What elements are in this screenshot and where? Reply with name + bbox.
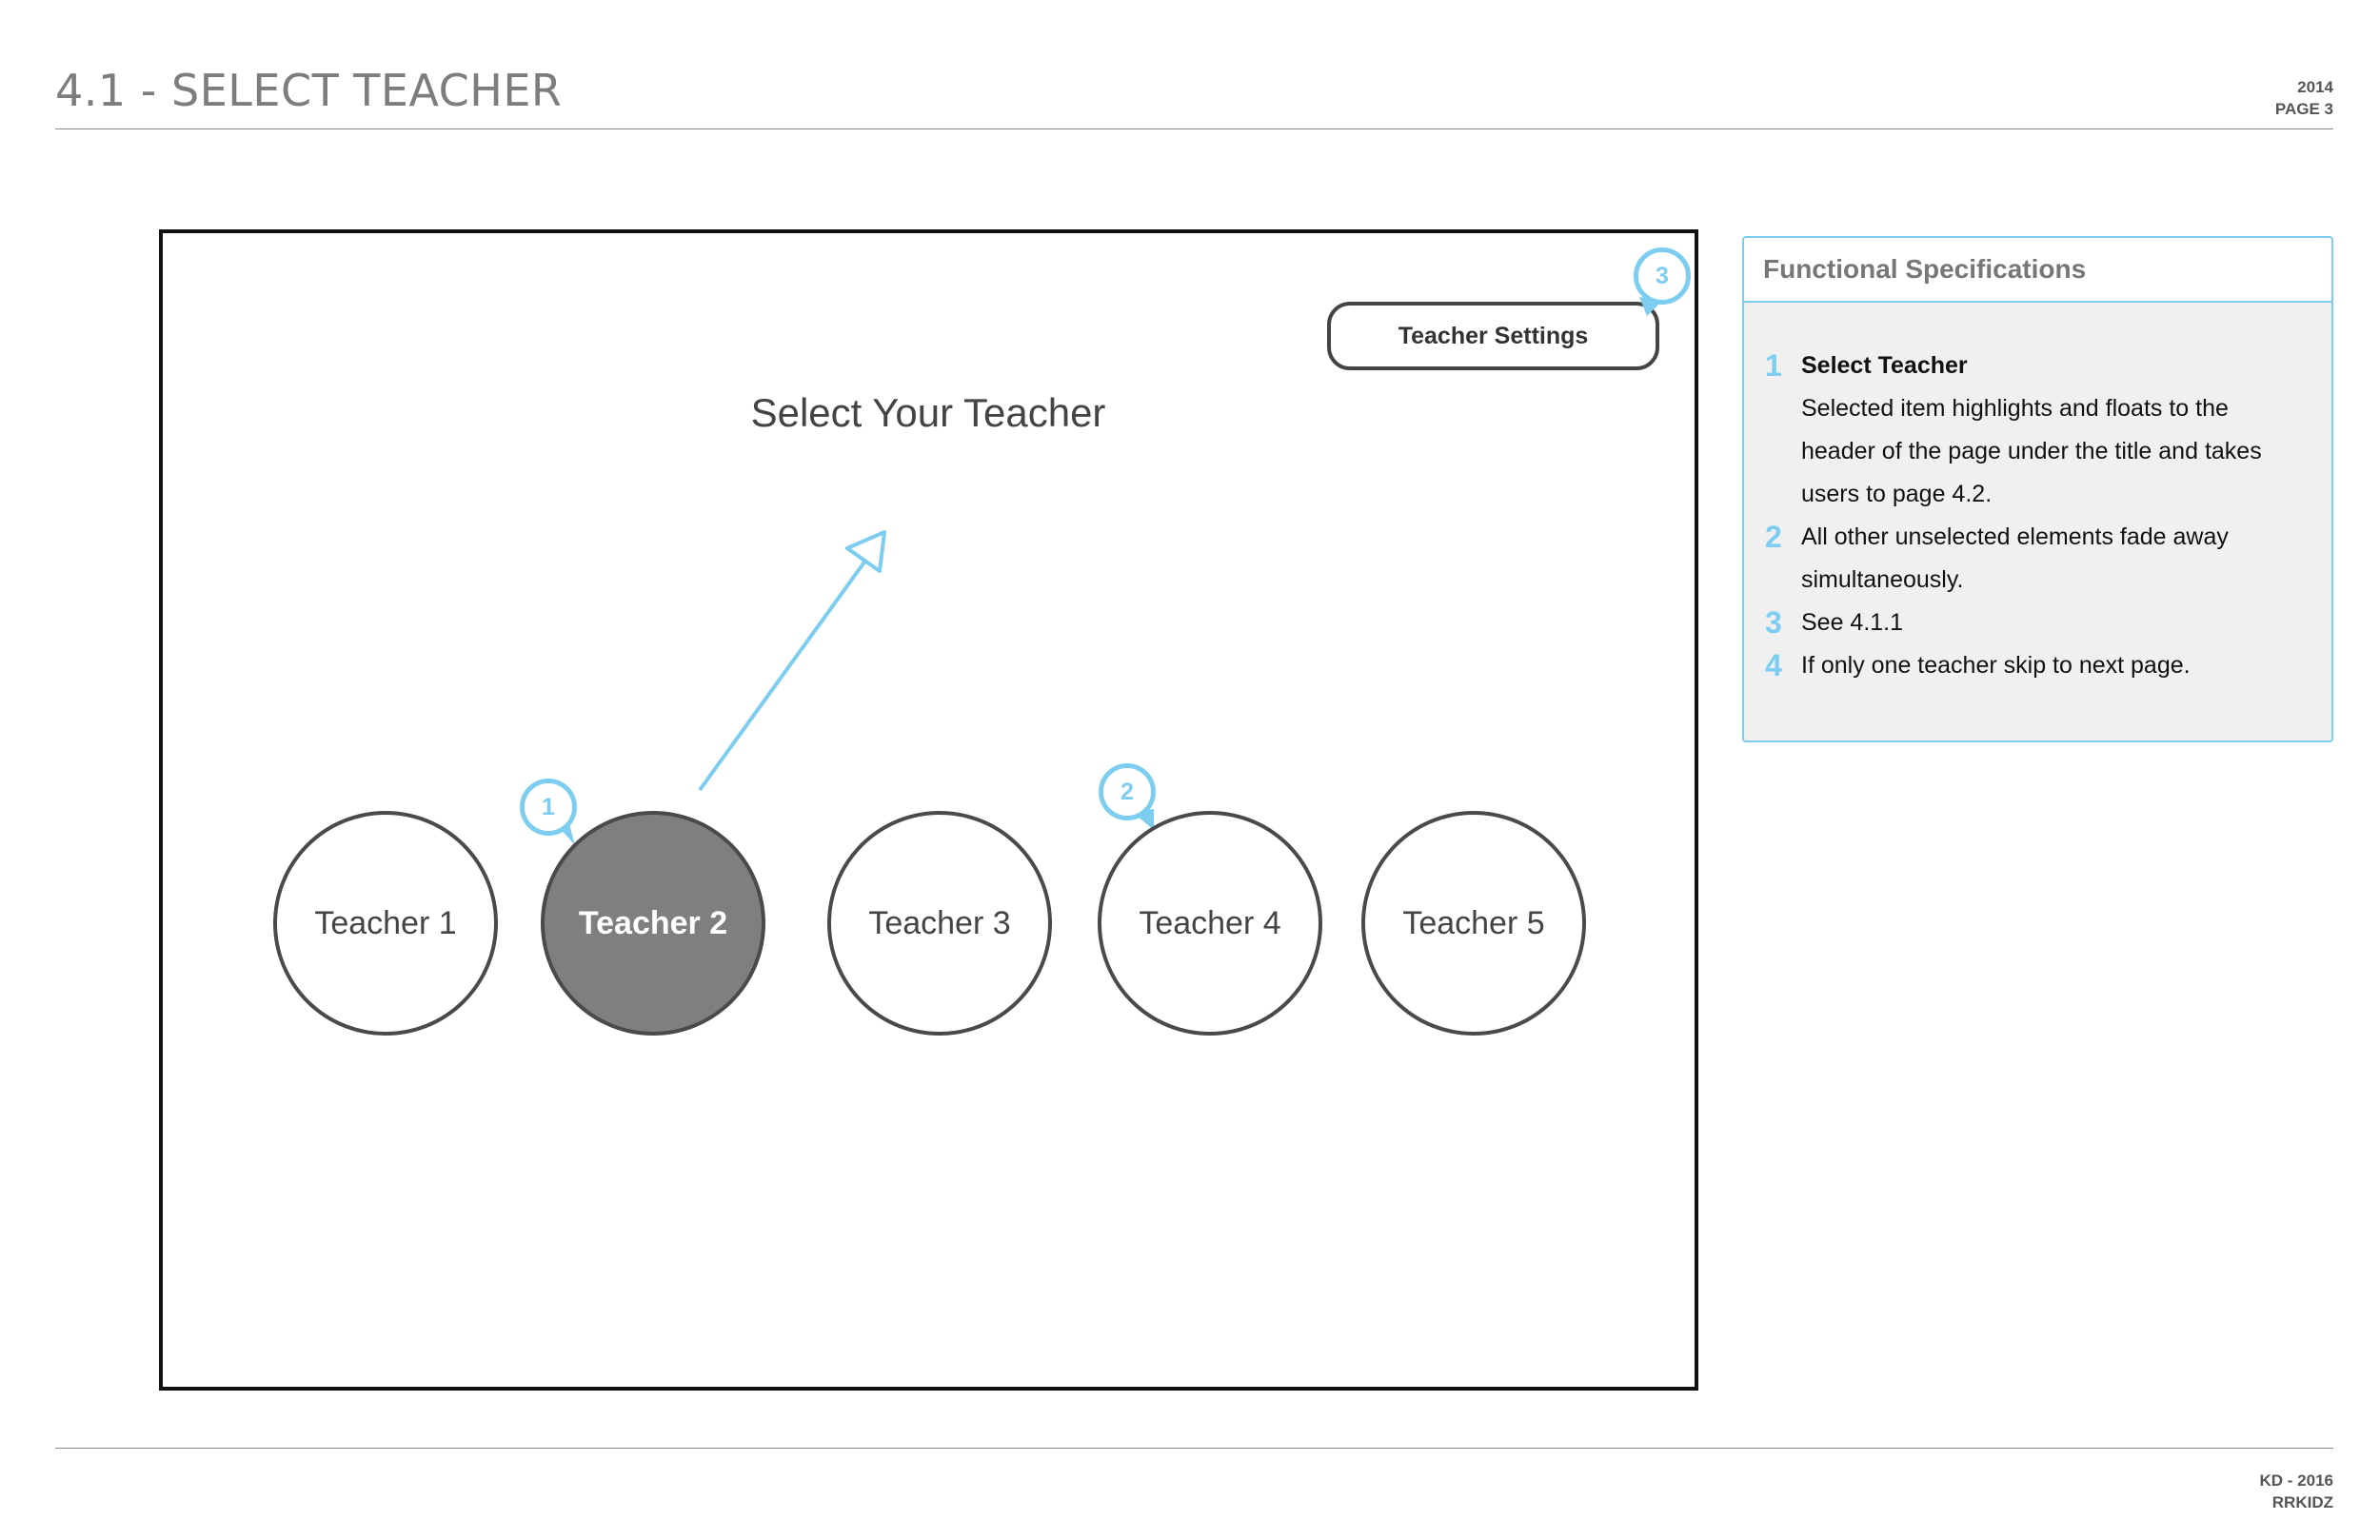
spec-item-text: All other unselected elements fade away … [1801,523,2229,593]
spec-item: 2 All other unselected elements fade awa… [1765,516,2331,602]
spec-number: 3 [1765,605,1782,640]
callout-1-badge: 1 [520,779,577,836]
teacher-4-button[interactable]: Teacher 4 [1098,811,1322,1036]
wireframe-screen [159,229,1698,1391]
page-number: PAGE 3 [2274,100,2333,118]
spec-item-text: If only one teacher skip to next page. [1801,652,2191,679]
spec-list: 1 Select Teacher Selected item highlight… [1744,303,2331,687]
footer-credit: KD - 2016 [2259,1471,2333,1490]
teacher-3-button[interactable]: Teacher 3 [827,811,1052,1036]
functional-specifications-panel: Functional Specifications 1 Select Teach… [1742,236,2333,742]
page-meta: 2014 PAGE 3 [2275,76,2333,120]
spec-number: 2 [1765,520,1782,554]
header-divider [55,128,2333,129]
spec-heading: Functional Specifications [1744,238,2331,303]
callout-2-badge: 2 [1099,763,1156,820]
footer-brand: RRKIDZ [2271,1493,2333,1511]
spec-item-text: Selected item highlights and floats to t… [1801,395,2262,507]
callout-3-tail [1639,297,1662,316]
teacher-1-button[interactable]: Teacher 1 [273,811,498,1036]
spec-number: 1 [1765,348,1782,383]
year-label: 2014 [2297,78,2333,96]
arrow-line [698,555,870,792]
spec-number: 4 [1765,648,1782,682]
spec-item: 4 If only one teacher skip to next page. [1765,644,2331,687]
spec-item: 1 Select Teacher Selected item highlight… [1765,345,2331,516]
footer-divider [55,1448,2333,1449]
teacher-5-button[interactable]: Teacher 5 [1361,811,1586,1036]
spec-item-text: See 4.1.1 [1801,609,1904,636]
callout-3-badge: 3 [1634,247,1691,305]
spec-item-title: Select Teacher [1801,352,1968,379]
footer-meta: KD - 2016 RRKIDZ [2260,1470,2333,1513]
teacher-settings-button[interactable]: Teacher Settings [1327,302,1659,370]
arrow-head-icon [845,530,886,573]
select-teacher-title: Select Your Teacher [750,390,1106,435]
spec-item: 3 See 4.1.1 [1765,602,2331,644]
teacher-2-button[interactable]: Teacher 2 [541,811,765,1036]
page-title: 4.1 - SELECT TEACHER [55,65,563,116]
